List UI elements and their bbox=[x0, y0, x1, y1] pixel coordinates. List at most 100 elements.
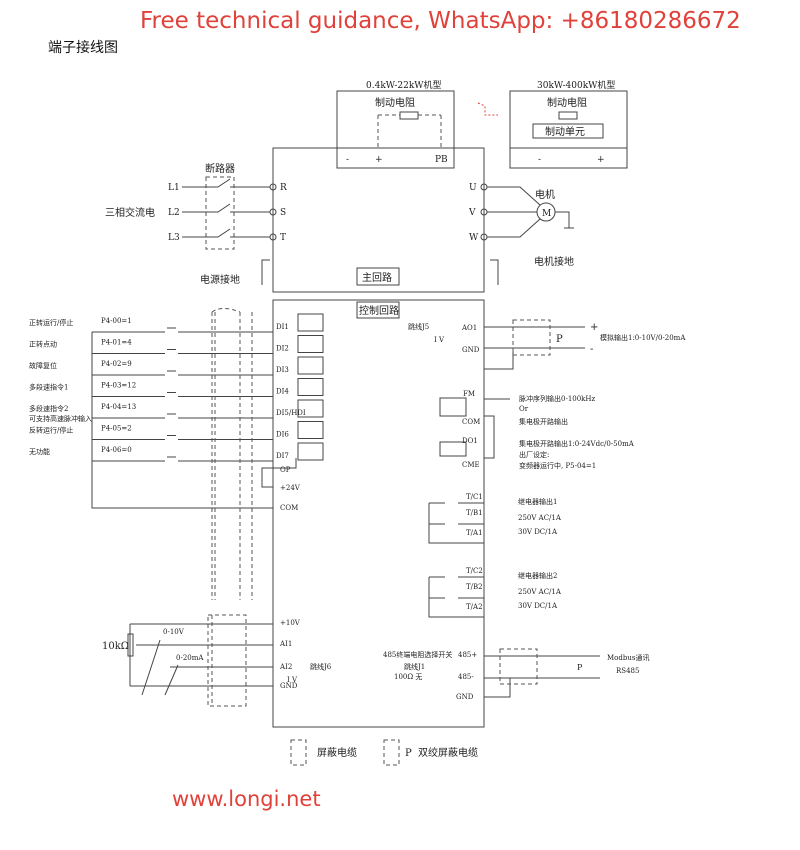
di-function: 无功能 bbox=[29, 447, 50, 456]
j6-label: 跳线J6 bbox=[310, 662, 332, 671]
di-switch bbox=[92, 392, 273, 397]
ao-minus: - bbox=[590, 344, 593, 355]
di-switch bbox=[92, 456, 273, 462]
terminal-s bbox=[269, 208, 277, 216]
breaker-switch bbox=[182, 228, 270, 238]
relay-ac: 250V AC/1A bbox=[518, 514, 562, 522]
di-common-wire bbox=[91, 332, 273, 509]
optocoupler bbox=[297, 356, 324, 375]
relay-dc: 30V DC/1A bbox=[518, 528, 558, 536]
brake-resistor-label-2: 制动电阻 bbox=[547, 96, 587, 109]
fm-com-terminal: COM bbox=[462, 418, 480, 426]
ao-plus: + bbox=[590, 322, 598, 333]
shield-cable bbox=[211, 308, 253, 600]
pb-terminal: PB bbox=[435, 155, 448, 165]
footer-url: www.longi.net bbox=[172, 787, 321, 811]
relay-terminal: T/C1 bbox=[466, 493, 483, 501]
j6-options: I V bbox=[287, 676, 298, 684]
ao1-terminal: AO1 bbox=[461, 324, 477, 332]
do1-optocoupler bbox=[439, 441, 467, 457]
di-function: 故障复位 bbox=[29, 361, 57, 370]
di-terminal: DI6 bbox=[276, 431, 289, 439]
large-model-box bbox=[509, 90, 628, 169]
com-terminal: COM bbox=[280, 504, 298, 512]
control-circuit-label: 控制回路 bbox=[359, 304, 399, 317]
output-label-v: V bbox=[468, 208, 476, 218]
analog-output-wires bbox=[484, 326, 585, 370]
terminal-t bbox=[269, 233, 277, 241]
main-circuit-label-box bbox=[356, 267, 400, 286]
relay-terminal: T/B2 bbox=[466, 583, 483, 591]
oc-out-label: 集电极开路输出 bbox=[519, 417, 568, 426]
v-range-label: 0-10V bbox=[163, 628, 185, 636]
analog-signal-lines bbox=[141, 639, 179, 696]
di-param: P4-02=9 bbox=[101, 360, 132, 368]
di-param: P4-04=13 bbox=[101, 403, 136, 411]
power-ground-label: 电源接地 bbox=[200, 273, 240, 286]
optocoupler bbox=[297, 313, 324, 332]
r485-switch-label: 485终端电阻选择开关 bbox=[383, 650, 452, 659]
oc-out1-label: 集电极开路输出1:0-24Vdc/0-50mA bbox=[519, 439, 635, 448]
alt-arrow bbox=[477, 102, 498, 116]
di-function: 正转点动 bbox=[29, 340, 57, 349]
legend-shielded-symbol bbox=[290, 739, 307, 766]
line-l1: L1 bbox=[168, 183, 180, 193]
di-terminal: DI1 bbox=[276, 323, 289, 331]
line-l3: L3 bbox=[168, 233, 180, 243]
small-model-box bbox=[336, 90, 455, 169]
page-title: 端子接线图 bbox=[48, 40, 118, 56]
p10v-terminal: +10V bbox=[280, 619, 301, 627]
pot-label: 10kΩ bbox=[102, 641, 129, 652]
breaker-switch bbox=[182, 178, 270, 188]
fm-terminal: FM bbox=[463, 390, 475, 398]
terminal-r bbox=[269, 183, 277, 191]
p24v-terminal: +24V bbox=[280, 484, 301, 492]
input-label-s: S bbox=[280, 208, 286, 218]
di-param: P4-05=2 bbox=[101, 425, 132, 433]
ai2-terminal: AI2 bbox=[279, 663, 292, 671]
twisted-cable-485 bbox=[499, 648, 538, 685]
relay-terminal: T/C2 bbox=[466, 567, 483, 575]
modbus-label: Modbus通讯 bbox=[607, 653, 649, 662]
banner-text: Free technical guidance, WhatsApp: +8618… bbox=[140, 8, 741, 34]
di-switch bbox=[92, 349, 273, 354]
relay-name: 继电器输出1 bbox=[518, 497, 557, 506]
dc-plus-2: + bbox=[597, 155, 605, 165]
di5-note: 可支持高速脉冲输入 bbox=[29, 414, 92, 423]
breaker-switch bbox=[182, 203, 270, 213]
di-terminal: DI2 bbox=[276, 345, 289, 353]
optocoupler bbox=[297, 378, 324, 396]
brake-resistor-symbol bbox=[399, 111, 419, 120]
ai1-terminal: AI1 bbox=[279, 640, 292, 648]
ground-wires bbox=[261, 259, 499, 285]
di-function: 多段速指令2 bbox=[29, 404, 68, 413]
pulse-out-label: 脉冲序列输出0-100kHz bbox=[519, 394, 596, 403]
op-terminal: OP bbox=[280, 466, 291, 474]
brake-resistor-symbol-2 bbox=[558, 111, 578, 120]
control-circuit-box bbox=[272, 299, 485, 728]
relay-terminal: T/A2 bbox=[466, 603, 483, 611]
main-circuit-box bbox=[272, 147, 485, 293]
optocoupler bbox=[297, 335, 324, 353]
di-function: 反转运行/停止 bbox=[29, 426, 73, 435]
brake-unit-box bbox=[532, 123, 604, 139]
j5-options: I V bbox=[434, 336, 445, 344]
di-param: P4-00=1 bbox=[101, 317, 132, 325]
optocoupler bbox=[297, 442, 324, 461]
motor-wires bbox=[487, 186, 574, 238]
di-param: P4-03=12 bbox=[101, 382, 136, 390]
brake-unit-label: 制动单元 bbox=[545, 125, 585, 138]
input-label-t: T bbox=[280, 233, 286, 243]
running-label: 变频器运行中, P5-04=1 bbox=[519, 461, 596, 470]
op-jumper-wire bbox=[261, 458, 297, 488]
ao-gnd-terminal: GND bbox=[462, 346, 480, 354]
legend-twisted-symbol bbox=[383, 739, 400, 766]
r485-gnd-terminal: GND bbox=[456, 693, 474, 701]
dc-minus: - bbox=[346, 155, 349, 165]
relay-name: 继电器输出2 bbox=[518, 571, 557, 580]
di-param: P4-06=0 bbox=[101, 446, 132, 454]
do1-terminal: DO1 bbox=[462, 437, 478, 445]
relay-dc: 30V DC/1A bbox=[518, 602, 558, 610]
ma-range-label: 0-20mA bbox=[176, 654, 204, 662]
